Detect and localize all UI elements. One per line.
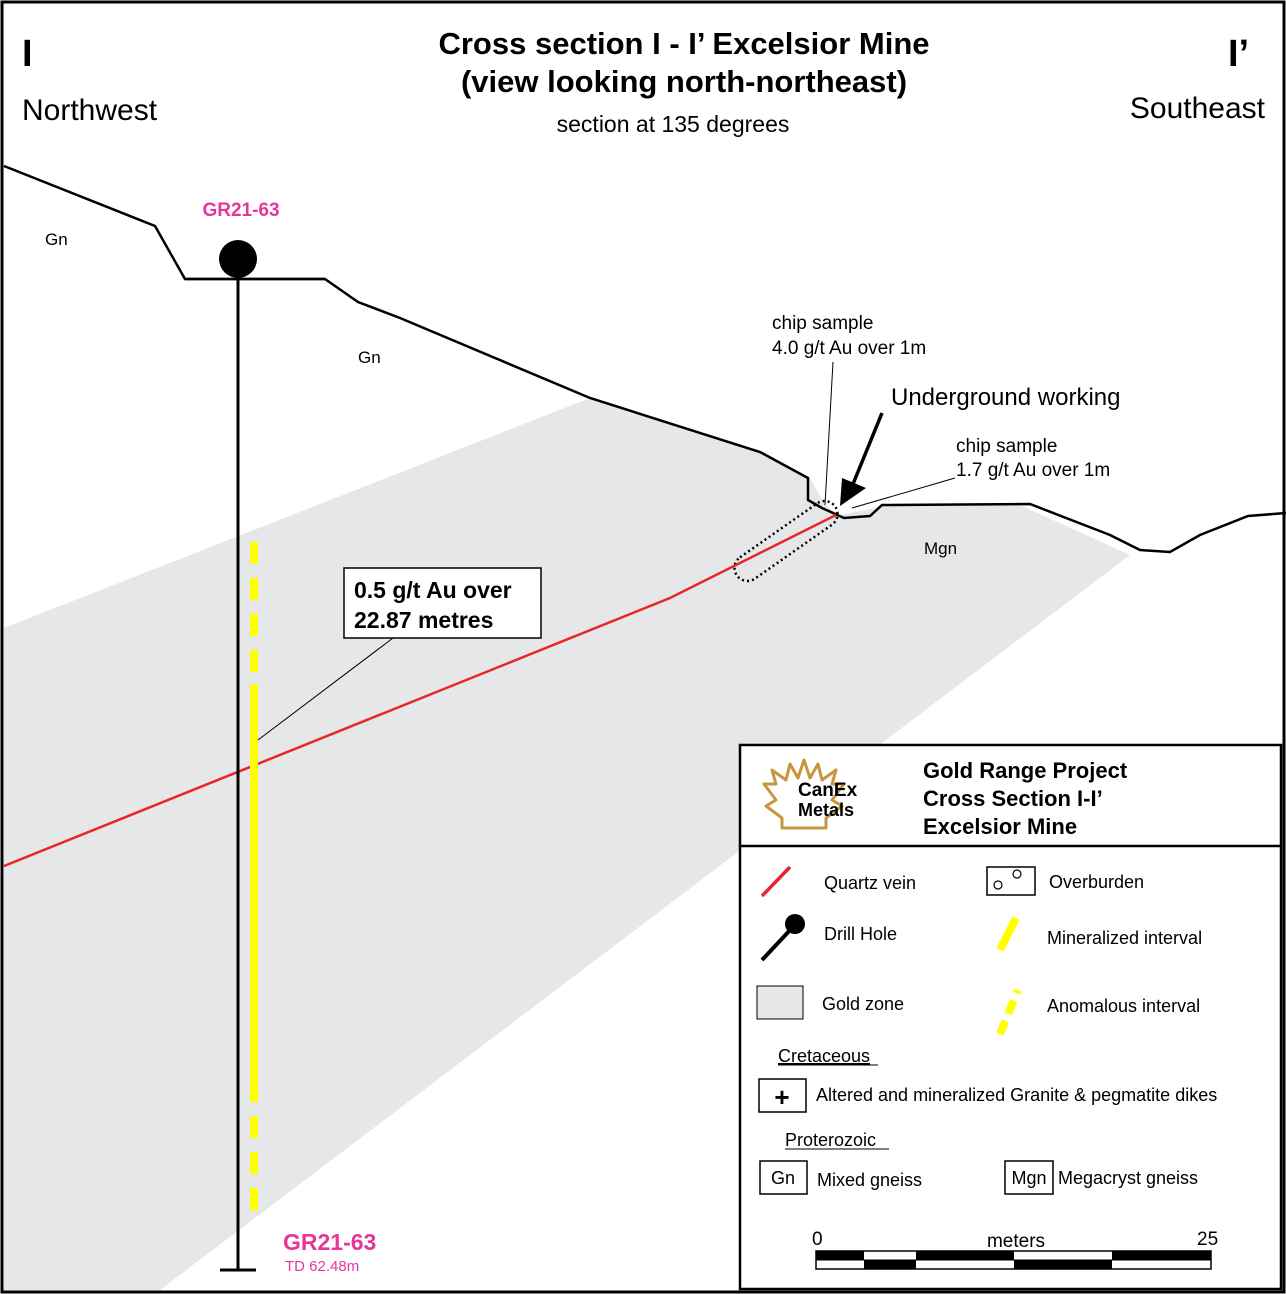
maple-leaf-logo-icon xyxy=(762,758,846,830)
rock-label-gn-middle: Gn xyxy=(358,348,381,367)
section-marker-right: I’ xyxy=(1228,33,1249,75)
legend-granite-swatch xyxy=(758,1078,807,1113)
underground-working-label: Underground working xyxy=(891,384,1120,411)
chip-sample-1-line2: 4.0 g/t Au over 1m xyxy=(772,338,926,359)
drill-hole-bottom-label: GR21-63 xyxy=(283,1229,376,1255)
chip-sample-1-leader xyxy=(824,361,834,506)
chip-sample-2-leader xyxy=(851,477,956,509)
legend-granite-plus-icon: + xyxy=(774,1082,789,1112)
legend-gn-swatch xyxy=(759,1160,808,1195)
legend-mixed-gneiss-label: Mixed gneiss xyxy=(817,1170,922,1190)
legend-project-line2: Cross Section I-I’ xyxy=(923,786,1103,811)
quartz-vein xyxy=(3,513,837,868)
scale-bar xyxy=(815,1250,1212,1270)
legend-mgn-box-label: Mgn xyxy=(1011,1168,1046,1188)
interval-callout-box xyxy=(343,567,542,639)
scale-bar-end: 25 xyxy=(1197,1229,1218,1250)
legend-megacryst-gneiss-label: Megacryst gneiss xyxy=(1058,1168,1198,1188)
logo-metals: Metals xyxy=(798,800,854,820)
legend-quartz-vein-swatch xyxy=(760,865,792,898)
gold-zone xyxy=(4,398,1130,1290)
legend-project-line3: Excelsior Mine xyxy=(923,814,1077,839)
topography-line xyxy=(3,164,1286,554)
legend-proterozoic-heading: Proterozoic xyxy=(785,1130,876,1150)
legend-drill-hole-icon xyxy=(785,914,805,934)
legend-mineralized-swatch xyxy=(996,916,1020,952)
chip-sample-2-line2: 1.7 g/t Au over 1m xyxy=(956,460,1110,481)
scale-bar-zero: 0 xyxy=(812,1229,823,1250)
legend-cretaceous-heading: Cretaceous xyxy=(778,1046,870,1066)
legend-quartz-vein-label: Quartz vein xyxy=(824,873,916,893)
logo-canex: CanEx xyxy=(798,780,858,801)
legend-mineralized-label: Mineralized interval xyxy=(1047,928,1202,948)
rock-label-mgn: Mgn xyxy=(924,539,957,558)
legend-mgn-swatch xyxy=(1004,1160,1054,1195)
interval-callout-line2: 22.87 metres xyxy=(354,607,493,633)
legend-project-line1: Gold Range Project xyxy=(923,758,1128,783)
underground-working-outline xyxy=(733,499,839,583)
direction-northwest: Northwest xyxy=(22,94,158,127)
drill-hole-total-depth: TD 62.48m xyxy=(285,1258,359,1275)
legend-drill-hole-label: Drill Hole xyxy=(824,924,897,944)
legend: CanEx Metals Gold Range Project Cross Se… xyxy=(738,743,1283,1291)
chip-sample-1-line1: chip sample xyxy=(772,313,873,334)
direction-southeast: Southeast xyxy=(1130,92,1266,125)
legend-overburden-circle-1 xyxy=(993,880,1003,890)
chip-sample-2-line1: chip sample xyxy=(956,436,1057,457)
section-marker-left: I xyxy=(22,33,33,75)
scale-bar-unit: meters xyxy=(987,1231,1045,1252)
underground-working-arrow-shaft xyxy=(851,412,884,485)
legend-drill-hole-stem xyxy=(760,926,794,962)
legend-gn-box-label: Gn xyxy=(771,1168,795,1188)
interval-callout-line1: 0.5 g/t Au over xyxy=(354,577,512,603)
title-line1: Cross section I - I’ Excelsior Mine xyxy=(438,26,929,61)
legend-granite-label: Altered and mineralized Granite & pegmat… xyxy=(816,1085,1217,1105)
legend-anomalous-label: Anomalous interval xyxy=(1047,996,1200,1016)
title-subtitle: section at 135 degrees xyxy=(557,111,790,137)
legend-gold-zone-label: Gold zone xyxy=(822,994,904,1014)
drill-hole-collar-label: GR21-63 xyxy=(202,200,279,221)
legend-overburden-swatch xyxy=(986,866,1036,896)
legend-overburden-label: Overburden xyxy=(1049,872,1144,892)
legend-frame xyxy=(738,743,1283,1291)
title-line2: (view looking north-northeast) xyxy=(461,64,907,99)
interval-callout-leader xyxy=(257,637,394,741)
legend-anomalous-swatch xyxy=(996,988,1022,1036)
legend-gold-zone-swatch xyxy=(756,985,804,1020)
legend-overburden-circle-2 xyxy=(1012,869,1022,879)
rock-label-gn-upper: Gn xyxy=(45,230,68,249)
drill-collar-icon xyxy=(219,240,257,278)
underground-working-arrowhead xyxy=(840,478,866,506)
